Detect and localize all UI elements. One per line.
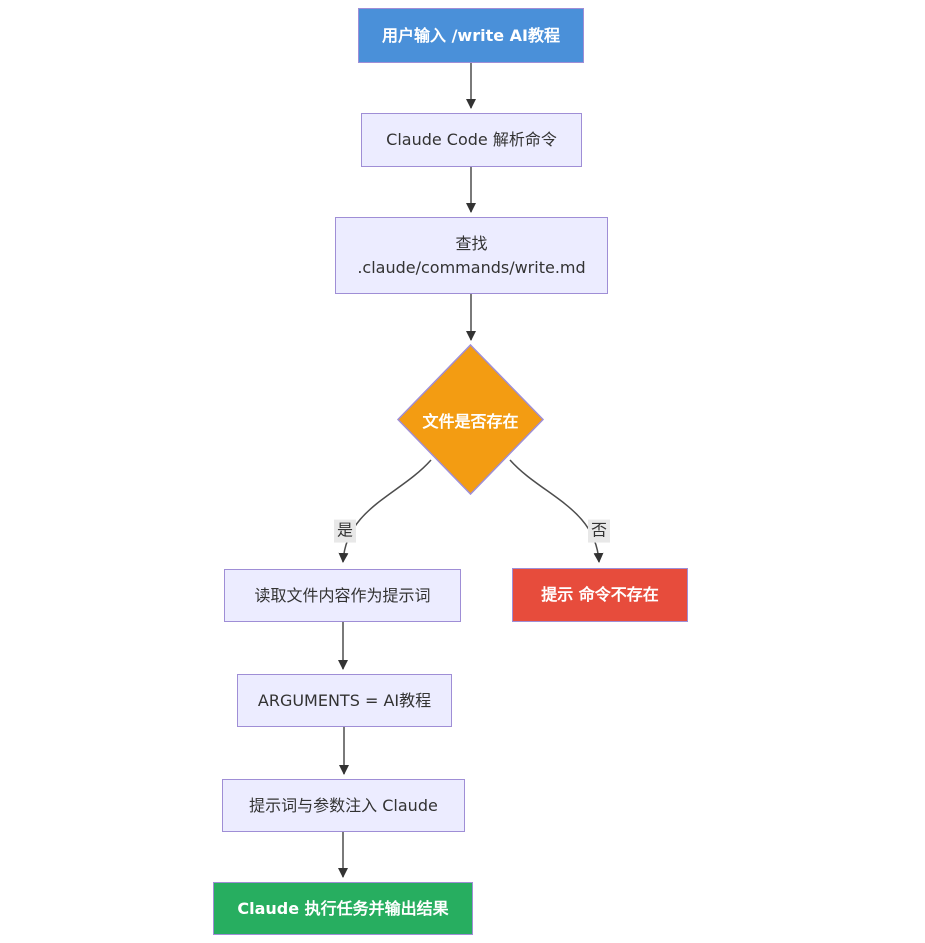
edge-decision-error <box>509 459 604 563</box>
node-error-missing-label: 提示 命令不存在 <box>541 585 659 605</box>
node-find-file: 查找 .claude/commands/write.md <box>335 217 608 294</box>
node-find-file-label: 查找 .claude/commands/write.md <box>357 234 586 277</box>
edge-label-yes: 是 <box>333 519 357 543</box>
edge-label-no: 否 <box>587 519 611 543</box>
node-execute-output-label: Claude 执行任务并输出结果 <box>237 898 449 918</box>
node-parse-command: Claude Code 解析命令 <box>361 113 582 167</box>
node-inject-prompt-label: 提示词与参数注入 Claude <box>249 795 438 815</box>
node-read-file: 读取文件内容作为提示词 <box>224 569 461 622</box>
node-arguments: ARGUMENTS = AI教程 <box>237 674 452 727</box>
node-decision-file-exists-label: 文件是否存在 <box>422 411 519 431</box>
node-arguments-label: ARGUMENTS = AI教程 <box>257 690 432 710</box>
node-execute-output: Claude 执行任务并输出结果 <box>213 882 473 935</box>
node-inject-prompt: 提示词与参数注入 Claude <box>222 779 465 832</box>
node-read-file-label: 读取文件内容作为提示词 <box>254 585 431 605</box>
node-parse-command-label: Claude Code 解析命令 <box>386 130 557 150</box>
node-decision-file-exists: 文件是否存在 <box>398 345 543 494</box>
edge-decision-read <box>338 459 432 563</box>
node-error-missing: 提示 命令不存在 <box>512 568 688 622</box>
node-user-input-label: 用户输入 /write AI教程 <box>382 25 560 45</box>
node-user-input: 用户输入 /write AI教程 <box>358 8 584 63</box>
node-decision-file-exists-shape <box>396 343 545 496</box>
